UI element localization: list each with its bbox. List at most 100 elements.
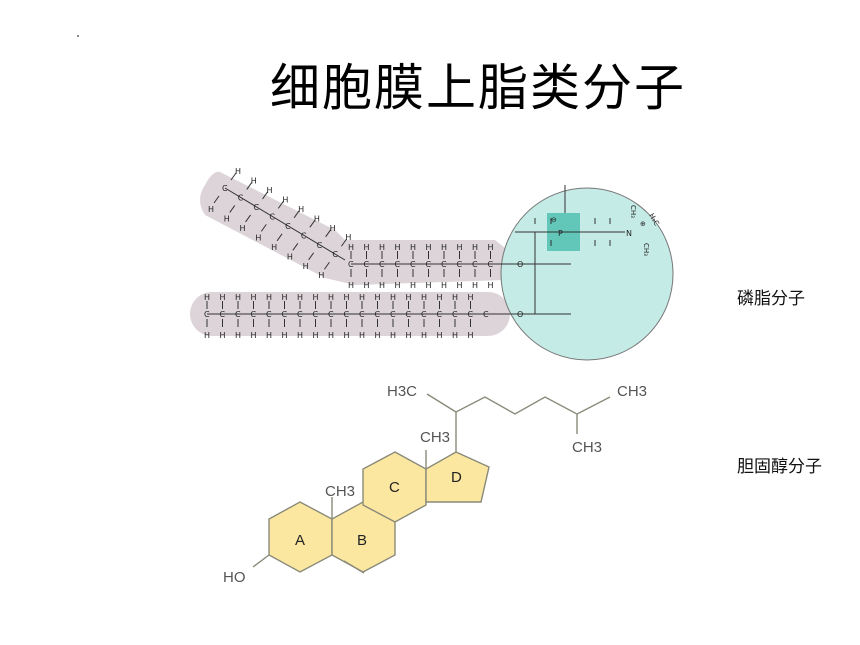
fatty-acid-chains: CHHCHHCHHCHHCHHCHHCHHCHHCHHCHHCHHCHHCHHC… xyxy=(204,167,530,340)
hydrogen-atom: H xyxy=(267,186,273,195)
oxygen-atom: O xyxy=(517,260,523,269)
head-group-bonds xyxy=(515,185,625,315)
head-label-p: P xyxy=(558,229,563,238)
hydrogen-atom: H xyxy=(235,167,241,176)
carbon-atom: C xyxy=(254,203,260,212)
ring-label-b: B xyxy=(357,532,367,549)
hydrogen-atom: H xyxy=(359,331,365,340)
ring-label-a: A xyxy=(295,532,305,549)
hydrogen-atom: H xyxy=(303,262,309,271)
carbon-atom: C xyxy=(410,260,416,269)
label-ho: HO xyxy=(223,569,246,586)
label-ch3-ring-d: CH3 xyxy=(420,429,450,446)
label-ch3-chain-end: CH3 xyxy=(617,383,647,400)
hydrogen-atom: H xyxy=(472,243,478,252)
hydrogen-atom: H xyxy=(266,293,272,302)
carbon-atom: C xyxy=(282,310,288,319)
hydrogen-atom: H xyxy=(345,233,351,242)
carbon-atom: C xyxy=(251,310,257,319)
hydrogen-atom: H xyxy=(379,243,385,252)
hydrogen-atom: H xyxy=(328,331,334,340)
hydrogen-atom: H xyxy=(282,293,288,302)
hydrogen-atom: H xyxy=(375,293,381,302)
carbon-atom: C xyxy=(204,310,210,319)
hydrogen-atom: H xyxy=(328,293,334,302)
ho-bond xyxy=(252,554,270,568)
hydrogen-atom: H xyxy=(390,331,396,340)
carbon-atom: C xyxy=(344,310,350,319)
hydrogen-atom: H xyxy=(282,195,288,204)
hydrogen-atom: H xyxy=(452,331,458,340)
hydrogen-atom: H xyxy=(457,243,463,252)
hydrogen-atom: H xyxy=(406,331,412,340)
hydrogen-atom: H xyxy=(220,293,226,302)
hydrogen-atom: H xyxy=(318,271,324,280)
carbon-atom: C xyxy=(406,310,412,319)
label-ch3-chain-branch: CH3 xyxy=(572,439,602,456)
hydrogen-atom: H xyxy=(452,293,458,302)
hydrogen-atom: H xyxy=(251,176,257,185)
hydrogen-atom: H xyxy=(379,281,385,290)
hydrogen-atom: H xyxy=(457,281,463,290)
hydrogen-atom: H xyxy=(468,331,474,340)
carbon-atom: C xyxy=(238,193,244,202)
hydrogen-atom: H xyxy=(204,293,210,302)
hydrogen-atom: H xyxy=(240,224,246,233)
hydrogen-atom: H xyxy=(287,252,293,261)
hydrogen-atom: H xyxy=(472,281,478,290)
head-group-circle xyxy=(500,187,674,361)
hydrogen-atom: H xyxy=(395,243,401,252)
hydrogen-atom: H xyxy=(297,293,303,302)
carbon-atom: C xyxy=(395,260,401,269)
hydrogen-atom: H xyxy=(330,224,336,233)
hydrogen-atom: H xyxy=(359,293,365,302)
hydrogen-atom: H xyxy=(282,331,288,340)
carbon-atom: C xyxy=(348,260,354,269)
carbon-atom: C xyxy=(375,310,381,319)
hydrogen-atom: H xyxy=(441,243,447,252)
carbon-atom: C xyxy=(426,260,432,269)
ring-label-d: D xyxy=(451,469,462,486)
carbon-atom: C xyxy=(437,310,443,319)
carbon-atom: C xyxy=(269,212,275,221)
carbon-atom: C xyxy=(472,260,478,269)
hydrogen-atom: H xyxy=(235,293,241,302)
double-bond-b xyxy=(343,560,365,574)
head-label-plus: ⊕ xyxy=(640,220,646,228)
phospholipid-diagram: CHHCHHCHHCHHCHHCHHCHHCHHCHHCHHCHHCHHCHHC… xyxy=(190,167,674,361)
carbon-atom: C xyxy=(421,310,427,319)
carbon-atom: C xyxy=(390,310,396,319)
hydrogen-atom: H xyxy=(271,243,277,252)
hydrogen-atom: H xyxy=(314,214,320,223)
hydrogen-atom: H xyxy=(255,233,261,242)
hydrogen-atom: H xyxy=(488,281,494,290)
carbon-atom: C xyxy=(359,310,365,319)
hydrogen-atom: H xyxy=(204,331,210,340)
ring-label-c: C xyxy=(389,479,400,496)
carbon-atom: C xyxy=(220,310,226,319)
cholesterol-diagram: A B C D HO CH3 CH3 H3C CH3 CH3 xyxy=(223,383,647,586)
hydrogen-atom: H xyxy=(426,281,432,290)
carbon-atom: C xyxy=(379,260,385,269)
oxygen-atom: O xyxy=(517,310,523,319)
hydrogen-atom: H xyxy=(224,214,230,223)
carbon-atom: C xyxy=(301,231,307,240)
slide-marker-dot xyxy=(77,35,79,37)
hydrogen-atom: H xyxy=(235,331,241,340)
hydrogen-atom: H xyxy=(208,205,214,214)
hydrogen-atom: H xyxy=(344,293,350,302)
hydrogen-atom: H xyxy=(344,331,350,340)
carbon-atom: C xyxy=(332,250,338,259)
hydrogen-atom: H xyxy=(488,243,494,252)
carbon-atom: C xyxy=(222,184,228,193)
carbon-atom: C xyxy=(452,310,458,319)
carbon-atom: C xyxy=(266,310,272,319)
label-h3c-chain: H3C xyxy=(387,383,417,400)
carbon-atom: C xyxy=(297,310,303,319)
phospholipid-caption: 磷脂分子 xyxy=(737,289,805,309)
label-ch3-ring-b: CH3 xyxy=(325,483,355,500)
carbon-atom: C xyxy=(364,260,370,269)
carbon-atom: C xyxy=(457,260,463,269)
ring-d xyxy=(425,451,490,503)
hydrogen-atom: H xyxy=(395,281,401,290)
